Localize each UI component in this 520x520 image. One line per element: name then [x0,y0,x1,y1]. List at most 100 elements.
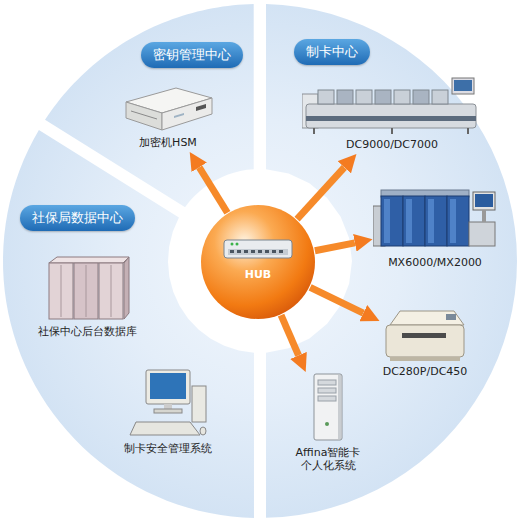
illustration-part [394,90,410,104]
illustration-part [174,113,184,118]
illustration-part [130,422,200,435]
illustration-part [224,240,292,258]
device-label: 加密机HSM [139,136,197,149]
illustration-part [61,265,62,317]
illustration-part [236,243,239,246]
illustration-part [86,265,87,317]
hub-illustration [200,204,316,320]
illustration-part [279,250,283,253]
illustration-part [390,311,464,325]
illustration-part [384,199,390,243]
illustration-part [452,78,474,94]
label-holder: 社保中心后台数据库 [38,325,137,338]
sector-fill [3,130,254,518]
device-illustration [302,76,482,136]
illustration-part [230,250,234,253]
label-holder: 制卡安全管理系统 [124,442,212,455]
device-illustration [306,372,350,444]
illustration-part [306,116,476,121]
illustration-part [164,404,172,409]
device-illustration [118,82,218,134]
illustration-part [318,396,336,401]
illustration-part [403,196,425,246]
hub-sphere: HUB [200,204,316,320]
illustration-part [154,409,182,413]
label-holder: Affina智能卡 个人化系统 [291,446,365,472]
illustration-part [406,199,412,243]
illustration-part [318,388,336,393]
illustration-part [131,111,157,119]
illustration-part [390,357,460,361]
label-holder: MX6000/MX2000 [388,256,482,269]
illustration-part [381,196,403,246]
device-node: 加密机HSM [118,82,218,152]
device-illustration [373,182,498,254]
illustration-part [402,333,446,338]
illustration-part [231,243,234,246]
illustration-part [162,98,212,130]
label-holder: DC280P/DC450 [383,365,468,378]
illustration-part [454,80,472,91]
sector-shape [3,130,254,518]
device-label: 制卡安全管理系统 [124,442,212,455]
illustration-part [126,102,162,130]
illustration-part [386,325,464,357]
hub-arrow [315,243,355,251]
device-node: DC9000/DC7000 [302,76,482,154]
illustration-part [337,90,353,104]
illustration-part [244,250,248,253]
heading-holder: 制卡中心 [294,39,370,65]
illustration-part [251,250,255,253]
illustration-part [450,199,456,243]
group-sector: 社保局数据中心社保中心后台数据库制卡安全管理系统 [3,130,254,518]
illustration-part [49,263,73,319]
illustration-part [338,375,341,439]
illustration-part [356,90,372,104]
illustration-part [413,90,429,104]
illustration-part [111,265,112,317]
illustration-part [375,90,391,104]
illustration-part [446,314,456,320]
illustration-part [306,104,476,128]
device-node: Affina智能卡 个人化系统 [288,372,368,475]
illustration-part [475,194,493,207]
illustration-part [200,427,206,435]
illustration-part [467,128,469,134]
illustration-part [228,249,288,255]
illustration-part [272,250,276,253]
device-node: MX6000/MX2000 [373,182,498,272]
label-holder: DC9000/DC7000 [346,138,438,151]
illustration-part [425,196,447,246]
illustration-part [74,263,98,319]
hub-label: HUB [200,268,316,281]
illustration-part [49,257,129,263]
device-illustration [380,305,470,363]
group-heading: 制卡中心 [294,39,370,65]
illustration-part [482,210,486,222]
illustration-part [314,374,342,440]
illustration-part [313,128,315,134]
illustration-part [237,250,241,253]
hub-label-holder: HUB [200,268,316,281]
heading-holder: 密钥管理中心 [141,42,243,68]
illustration-part [447,196,469,246]
illustration-part [469,222,495,246]
device-label: MX6000/MX2000 [388,256,482,269]
illustration-part [192,386,206,422]
illustration-part [99,263,123,319]
illustration-part [201,205,315,319]
device-node: DC280P/DC450 [380,305,471,381]
illustration-part [146,370,190,404]
illustration-part [150,373,186,399]
group-heading: 社保局数据中心 [20,205,135,231]
group-sector: 密钥管理中心加密机HSM [45,4,254,207]
label-holder: 加密机HSM [139,136,197,149]
device-label: Affina智能卡 个人化系统 [291,446,365,472]
illustration-part [318,380,336,385]
illustration-part [473,192,495,210]
device-node: 社保中心后台数据库 [35,255,140,341]
heading-holder: 社保局数据中心 [20,205,135,231]
illustration-part [124,257,129,319]
device-label: 社保中心后台数据库 [38,325,137,338]
illustration-part [432,90,448,104]
